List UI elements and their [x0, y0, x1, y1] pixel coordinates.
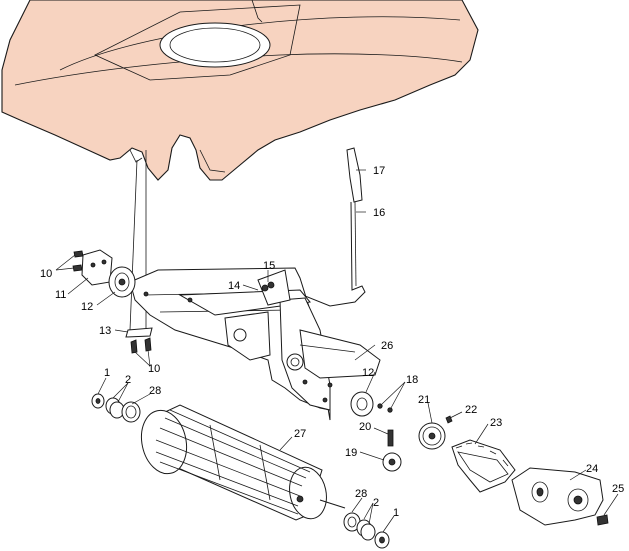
callout-11: 11 — [55, 289, 66, 301]
callout-2-right: 2 — [373, 497, 379, 509]
rear-roller — [140, 404, 346, 521]
callout-24: 24 — [586, 463, 598, 475]
callout-15: 15 — [263, 260, 275, 272]
callout-12-right: 12 — [362, 367, 374, 379]
right-bearing — [350, 391, 393, 417]
callout-1-right: 1 — [393, 507, 399, 519]
callout-14: 14 — [228, 280, 240, 292]
callout-20: 20 — [359, 421, 371, 433]
large-sprocket — [418, 415, 453, 450]
mower-deck-housing — [1, 0, 479, 181]
callout-10-lower: 10 — [148, 363, 160, 375]
right-roller-end-parts — [343, 512, 390, 549]
callout-25: 25 — [612, 483, 624, 495]
cover-screw — [596, 514, 609, 526]
callout-26: 26 — [381, 340, 393, 352]
left-bearing — [108, 266, 136, 298]
callout-labels: 17 16 15 14 10 11 12 13 10 26 12 18 1 2 … — [40, 165, 624, 519]
small-sprocket — [382, 429, 402, 472]
callout-16: 16 — [373, 207, 385, 219]
callout-28-left: 28 — [149, 385, 161, 397]
left-roller-end-parts — [91, 393, 141, 423]
height-lever — [294, 147, 366, 307]
drive-chain — [451, 439, 516, 493]
leader-lines — [55, 169, 619, 533]
left-bracket — [72, 249, 113, 286]
callout-19: 19 — [345, 447, 357, 459]
chain-cover — [511, 467, 604, 526]
callout-21: 21 — [418, 394, 430, 406]
callout-27: 27 — [294, 428, 306, 440]
callout-28-right: 28 — [355, 488, 367, 500]
side-frame-assembly — [129, 267, 381, 421]
callout-10-upper: 10 — [40, 268, 52, 280]
callout-23: 23 — [490, 417, 502, 429]
callout-13: 13 — [99, 325, 111, 337]
callout-18: 18 — [406, 374, 418, 386]
callout-2-left: 2 — [125, 374, 131, 386]
small-plate — [125, 327, 153, 354]
callout-22: 22 — [465, 404, 477, 416]
callout-1-left: 1 — [104, 367, 110, 379]
callout-17: 17 — [373, 165, 385, 177]
callout-12-left: 12 — [81, 301, 93, 313]
